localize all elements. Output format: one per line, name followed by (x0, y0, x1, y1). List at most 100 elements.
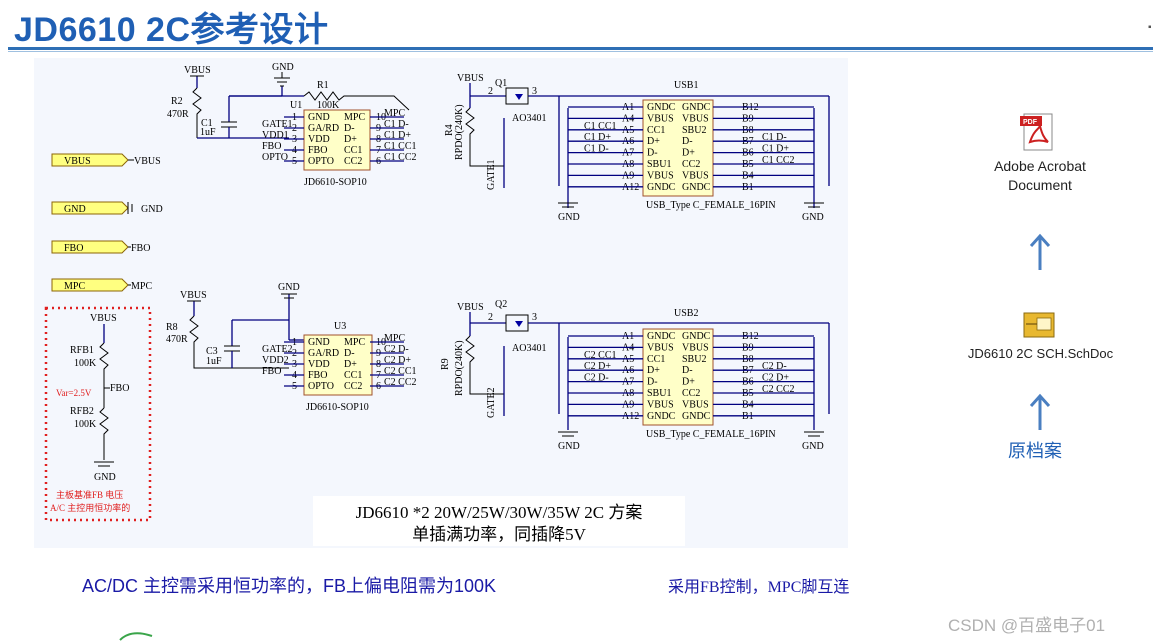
title-underline-thin (8, 51, 1153, 52)
usb-inner-right: D- (682, 365, 693, 376)
schdoc-file-label[interactable]: JD6610 2C SCH.SchDoc (967, 346, 1114, 361)
q1-pin-2: 2 (488, 86, 493, 97)
usb-left-net: C1 CC1 (584, 121, 617, 132)
q2-part: AO3401 (512, 343, 546, 354)
footer-note-right: 采用FB控制，MPC脚互连 (668, 579, 850, 596)
chip-right-pin-name: CC1 (344, 370, 362, 381)
chip-left-net: GATE2 (262, 344, 293, 355)
u1-label: U1 (290, 100, 302, 111)
net-mpc-label: MPC (64, 281, 85, 292)
usb-inner-right: VBUS (682, 342, 709, 353)
net-port-fbo: FBO FBO (51, 240, 150, 254)
divider-note-1: 主板基准FB 电压 (56, 489, 123, 500)
pdf-icon-text: PDF (1023, 119, 1038, 126)
divider-note-2: A/C 主控用恒功率的 (50, 502, 130, 513)
usb-inner-right: D- (682, 136, 693, 147)
gate2-label: GATE2 (486, 387, 497, 418)
usb-inner-right: GNDC (682, 102, 711, 113)
c1-value: 1uF (200, 127, 216, 138)
divider-gnd: GND (94, 472, 116, 483)
vbus-label-q1: VBUS (457, 73, 484, 84)
c1-label: C1 (201, 118, 213, 129)
usb-left-net: C1 D+ (584, 132, 611, 143)
usb-right-net: C2 CC2 (762, 384, 795, 395)
vbus-label-bottom: VBUS (180, 290, 207, 301)
usb-inner-right: VBUS (682, 399, 709, 410)
r2-label: R2 (171, 96, 183, 107)
title-underline (8, 47, 1153, 50)
chip-right-net: C1 D- (384, 119, 409, 130)
corner-mark: ▪ (1148, 22, 1152, 33)
chip-right-net: C1 D+ (384, 130, 411, 141)
usb-inner-right: VBUS (682, 170, 709, 181)
usb-right-net: C1 CC2 (762, 155, 795, 166)
q2-label: Q2 (495, 299, 507, 310)
gnd-label-usb1-right: GND (802, 212, 824, 223)
usb-right-net: C1 D- (762, 132, 787, 143)
chip-left-net: VDD2 (262, 355, 289, 366)
chip-left-pin-name: GND (308, 337, 330, 348)
usb-inner-left: VBUS (647, 170, 674, 181)
chip-left-pin-name: GND (308, 112, 330, 123)
c3-value: 1uF (206, 356, 222, 367)
r9-label: R9 (440, 358, 451, 370)
c3-label: C3 (206, 346, 218, 357)
chip-left-pin-name: OPTO (308, 156, 334, 167)
chip-right-net: C1 CC1 (384, 141, 417, 152)
usb-inner-left: SBU1 (647, 159, 671, 170)
rfb1-label: RFB1 (70, 345, 94, 356)
r1-label: R1 (317, 80, 329, 91)
chip-right-pin-name: CC1 (344, 145, 362, 156)
usb-inner-right: CC2 (682, 388, 700, 399)
r8-value: 470R (166, 334, 188, 345)
chip-right-net: C2 D- (384, 344, 409, 355)
design-note-line-2: 单插满功率，同插降5V (412, 525, 586, 544)
usb-left-net: C1 D- (584, 144, 609, 155)
usb-inner-left: GNDC (647, 411, 676, 422)
q1-pin-3: 3 (532, 86, 537, 97)
gnd-label-usb2-left: GND (558, 441, 580, 452)
chip-left-pin-name: VDD (308, 359, 330, 370)
rfb2-value: 100K (74, 419, 97, 430)
chip-left-pin-name: GA/RD (308, 348, 339, 359)
usb-inner-left: D+ (647, 136, 660, 147)
usb-inner-left: GNDC (647, 331, 676, 342)
usb-inner-left: D- (647, 377, 658, 388)
usb-inner-right: GNDC (682, 182, 711, 193)
net-gnd-label: GND (64, 204, 86, 215)
vbus-label: VBUS (184, 65, 211, 76)
q2-pin-3: 3 (532, 312, 537, 323)
net-port-mpc: MPC MPC (51, 278, 152, 292)
divider-fbo: FBO (110, 383, 129, 394)
usb-inner-right: SBU2 (682, 354, 706, 365)
r4-value: RPDO(240K) (454, 104, 465, 160)
schematic-image: VBUS R2 470R C1 1uF GND R1 100K U1 GND MP… (34, 58, 848, 548)
u1-chip (303, 109, 371, 171)
gnd-label-bottom: GND (278, 282, 300, 293)
usb-inner-left: GNDC (647, 182, 676, 193)
gate1-label: GATE1 (486, 159, 497, 190)
usb-inner-right: GNDC (682, 331, 711, 342)
gnd-label-top: GND (272, 62, 294, 73)
r2-value: 470R (167, 109, 189, 120)
usb-right-net: C2 D+ (762, 373, 789, 384)
usb-right-net: C2 D- (762, 361, 787, 372)
net-vbus-label: VBUS (64, 156, 91, 167)
chip-right-pin-name: CC2 (344, 381, 362, 392)
top-circuit: VBUS R2 470R C1 1uF GND R1 100K U1 GND MP… (167, 62, 830, 223)
chip-right-net: MPC (384, 333, 405, 344)
pdf-file-label[interactable]: Adobe Acrobat Document (994, 158, 1086, 193)
chip-left-pin-name: OPTO (308, 381, 334, 392)
usb-inner-right: SBU2 (682, 125, 706, 136)
chip-left-pin-name: GA/RD (308, 123, 339, 134)
schdoc-file-icon[interactable] (1023, 312, 1055, 338)
chip-right-pin-name: D+ (344, 134, 357, 145)
r1-value: 100K (317, 100, 340, 111)
pdf-file-icon[interactable]: PDF (1018, 112, 1058, 152)
usb2-part: USB_Type C_FEMALE_16PIN (646, 429, 776, 440)
net-fbo-label: FBO (64, 243, 83, 254)
usb-left-net: C2 CC1 (584, 350, 617, 361)
chip-right-net: MPC (384, 108, 405, 119)
usb-inner-right: D+ (682, 377, 695, 388)
